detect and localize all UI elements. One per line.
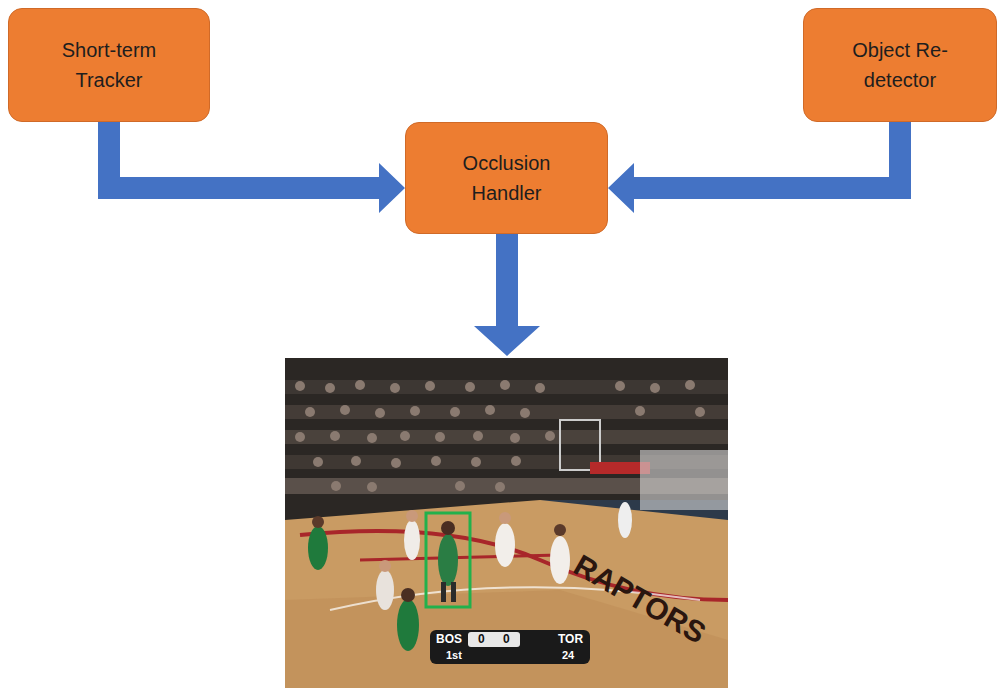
tracking-box xyxy=(426,513,470,607)
down-arrow xyxy=(474,234,540,356)
basketball-photo xyxy=(285,358,728,688)
block-arrow xyxy=(608,122,911,213)
scoreboard-text: TOR xyxy=(558,633,583,646)
arrow-shape xyxy=(98,122,405,213)
process-box: Short-term Tracker xyxy=(8,8,210,122)
scoreboard-text: 24 xyxy=(562,649,574,661)
scoreboard-text: 0 xyxy=(478,633,485,646)
scoreboard-text: 1st xyxy=(446,649,462,661)
block-arrow xyxy=(98,122,405,213)
process-box: Object Re-detector xyxy=(803,8,997,122)
box-label: Object Re-detector xyxy=(834,35,966,95)
arrow-shape xyxy=(608,122,911,213)
process-box: Occlusion Handler xyxy=(405,122,608,234)
scoreboard xyxy=(430,630,590,664)
box-label: Short-term Tracker xyxy=(43,35,175,95)
scoreboard-text: 0 xyxy=(503,633,510,646)
scoreboard-text: BOS xyxy=(436,633,462,646)
box-label: Occlusion Handler xyxy=(441,148,573,208)
